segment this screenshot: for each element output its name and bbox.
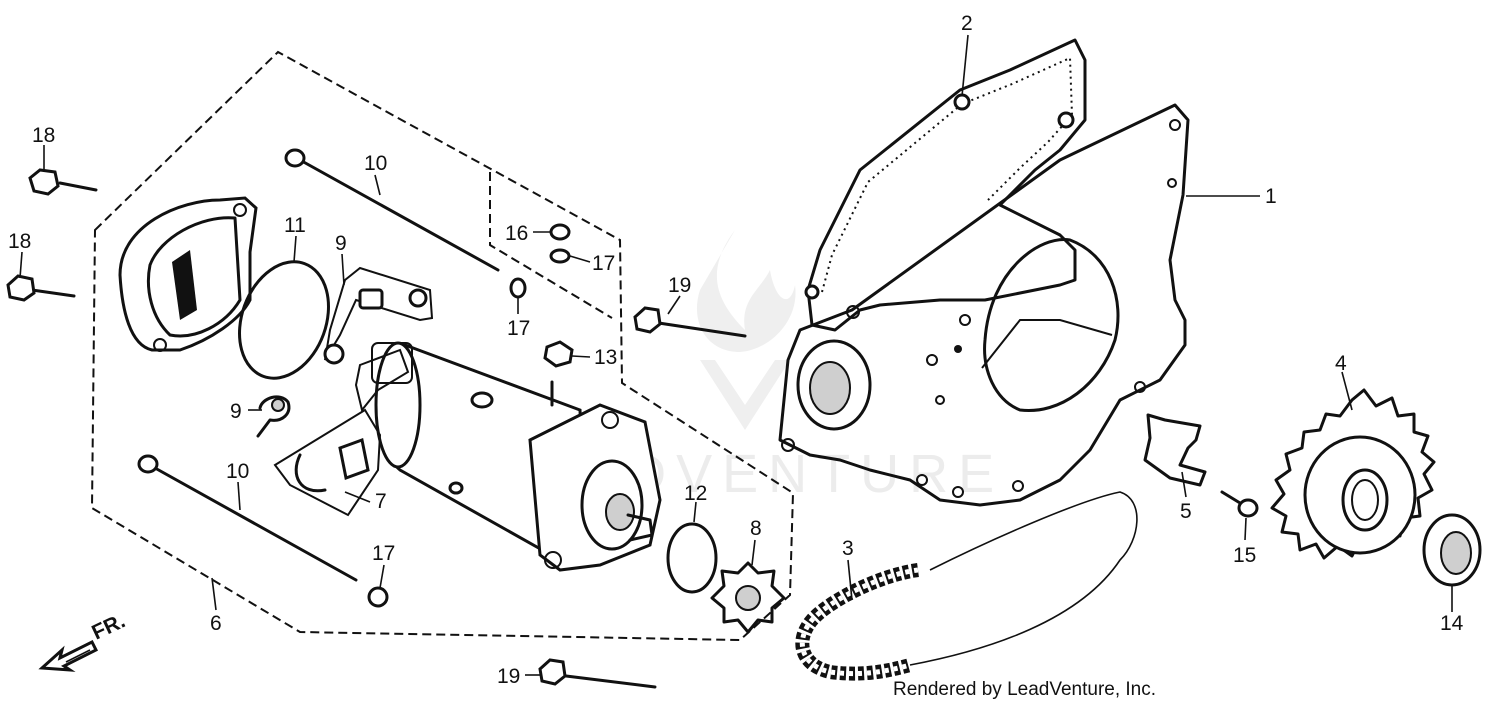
callout-18-upper: 18 — [32, 124, 55, 147]
part-18-bolt-lower — [6, 274, 76, 302]
part-14-oil-seal — [1422, 513, 1482, 587]
callout-19-lower: 19 — [497, 665, 520, 688]
callout-11: 11 — [284, 214, 306, 237]
callout-1: 1 — [1265, 185, 1277, 208]
callout-12: 12 — [684, 482, 707, 505]
callout-14: 14 — [1440, 612, 1464, 635]
part-1-cover-plate — [778, 103, 1190, 507]
kit-boundary — [90, 50, 795, 642]
callout-7: 7 — [375, 490, 387, 513]
part-10-through-bolt-lower — [137, 454, 358, 582]
part-7-brush-holder — [273, 408, 382, 517]
front-direction-arrow-icon — [38, 639, 99, 672]
part-13-nut — [543, 340, 574, 368]
callout-16: 16 — [505, 222, 528, 245]
callout-10-lower: 10 — [226, 460, 249, 483]
callout-18-lower: 18 — [8, 230, 31, 253]
callout-17-b: 17 — [507, 317, 530, 340]
part-5-clip — [1143, 413, 1207, 487]
part-18-bolt-upper — [28, 168, 98, 196]
starter-front-cover — [118, 196, 258, 352]
part-9-brush-single — [256, 395, 291, 438]
part-2-gasket — [804, 38, 1087, 332]
callout-6: 6 — [210, 612, 222, 635]
part-19-bolt-upper — [633, 306, 747, 338]
part-16-nut — [549, 223, 571, 241]
callout-8: 8 — [750, 517, 762, 540]
part-19-bolt-lower — [538, 658, 657, 689]
callout-10-upper: 10 — [364, 152, 387, 175]
callout-17-a: 17 — [592, 252, 615, 275]
part-17-washer-c — [367, 586, 389, 608]
part-4-sprocket — [1270, 388, 1436, 560]
part-9-brush-set — [323, 266, 434, 365]
part-8-drive-sprocket — [710, 561, 786, 634]
callout-5: 5 — [1180, 500, 1192, 523]
callout-17-c: 17 — [372, 542, 395, 565]
callout-13: 13 — [594, 346, 617, 369]
front-direction-label: FR. — [88, 609, 128, 644]
credit-text: Rendered by LeadVenture, Inc. — [893, 679, 1157, 700]
callout-2: 2 — [961, 12, 973, 35]
callout-9-upper: 9 — [335, 232, 347, 255]
part-17-washer-b — [509, 277, 527, 299]
leader-lines — [19, 34, 1453, 676]
starter-motor — [354, 341, 662, 572]
part-10-through-bolt-upper — [284, 148, 500, 272]
callout-4: 4 — [1335, 352, 1347, 375]
callout-3: 3 — [842, 537, 854, 560]
part-15-bolt — [1220, 490, 1259, 518]
part-11-o-ring — [238, 260, 330, 380]
part-17-washer-a — [549, 248, 571, 264]
callout-19-upper: 19 — [668, 274, 691, 297]
part-12-o-ring — [666, 522, 718, 594]
callout-9-lower: 9 — [230, 400, 242, 423]
hardware-subgroup-boundary — [489, 172, 613, 319]
part-3-chain — [795, 491, 1138, 681]
callout-15: 15 — [1233, 544, 1256, 567]
watermark-logo — [696, 230, 796, 430]
